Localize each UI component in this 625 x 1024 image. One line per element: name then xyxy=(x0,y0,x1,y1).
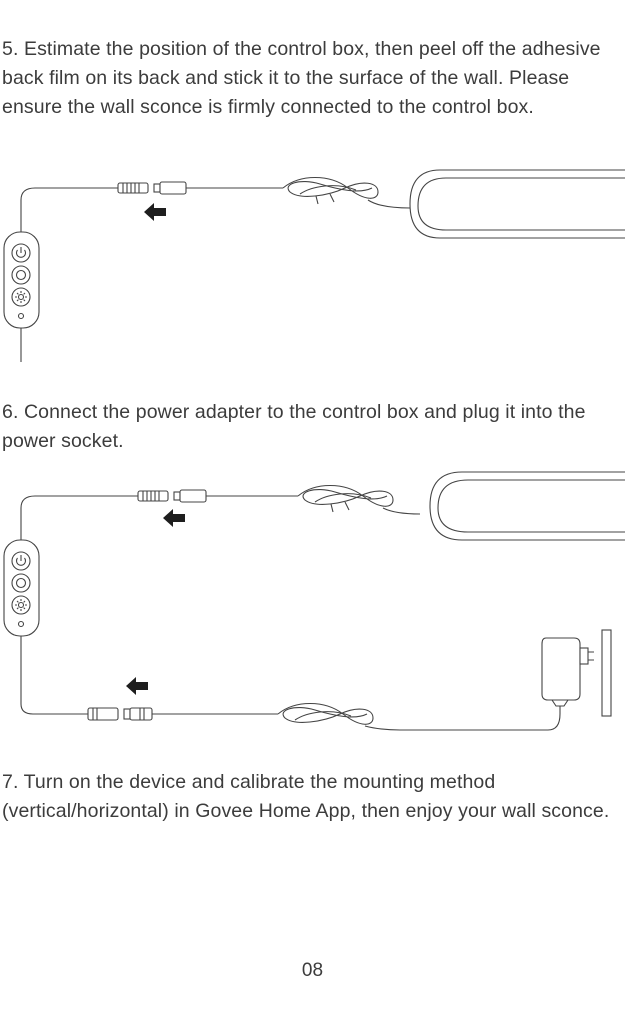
mode-icon xyxy=(11,573,31,593)
wall-sconce xyxy=(429,471,625,541)
step-6-text: 6. Connect the power adapter to the cont… xyxy=(2,401,586,452)
power-icon xyxy=(11,243,31,263)
coiled-cable-lower xyxy=(277,703,374,725)
control-box xyxy=(3,231,40,329)
control-box xyxy=(3,539,40,637)
step-7-text: 7. Turn on the device and calibrate the … xyxy=(2,771,610,822)
connector-left xyxy=(117,182,149,194)
wall-sconce xyxy=(409,169,625,239)
adapter-connector-left xyxy=(87,707,119,721)
power-adapter xyxy=(541,637,594,707)
power-socket xyxy=(601,629,612,717)
govee-logo-icon xyxy=(17,312,25,320)
connector-left xyxy=(137,490,169,502)
connector-right xyxy=(173,489,207,503)
cable-upper xyxy=(20,187,118,232)
connector-right xyxy=(153,181,187,195)
step-6-diagram xyxy=(3,471,625,731)
arrow-left-icon xyxy=(163,509,185,527)
coiled-cable xyxy=(282,177,379,205)
arrow-left-icon xyxy=(126,677,148,695)
cable-to-adapter xyxy=(20,636,88,715)
brightness-icon xyxy=(11,287,31,307)
power-icon xyxy=(11,551,31,571)
cable-upper xyxy=(20,495,138,540)
arrow-left-icon xyxy=(144,203,166,221)
govee-logo-icon xyxy=(17,620,25,628)
mode-icon xyxy=(11,265,31,285)
brightness-icon xyxy=(11,595,31,615)
coiled-cable xyxy=(297,485,394,513)
step-5-diagram xyxy=(3,169,625,362)
page-number: 08 xyxy=(301,960,324,981)
step-5-text: 5. Estimate the position of the control … xyxy=(2,38,601,118)
adapter-connector-right xyxy=(123,707,153,721)
